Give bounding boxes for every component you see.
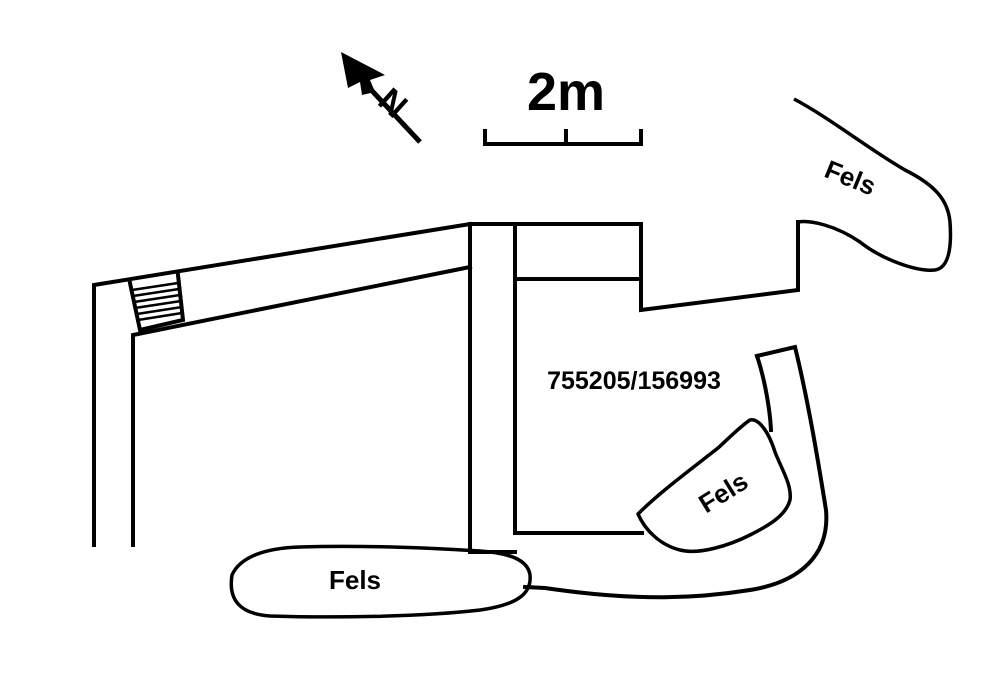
rock-middle-right-label: Fels <box>693 466 753 519</box>
north-arrow-shaft <box>358 76 422 144</box>
rock-top-right: Fels <box>793 97 953 272</box>
coordinates-label: 755205/156993 <box>547 367 721 395</box>
north-arrow-head <box>341 52 385 95</box>
inner-wall-right <box>754 353 774 433</box>
scale-bar-label: 2m <box>527 62 605 122</box>
stairs-outline <box>127 272 186 333</box>
rock-middle-right: Fels <box>636 418 792 554</box>
scale-bar: 2m <box>483 62 643 146</box>
inner-wall-left <box>131 264 473 547</box>
inner-walls <box>131 222 774 554</box>
outer-walls <box>92 220 829 600</box>
rock-top-right-label: Fels <box>821 154 880 201</box>
rock-top-right-outline <box>793 97 953 272</box>
stairs <box>127 272 186 333</box>
outer-wall-right <box>522 344 829 600</box>
rock-bottom-outline <box>229 544 532 619</box>
outer-wall-top-right <box>468 220 800 313</box>
outer-wall-left <box>92 221 473 547</box>
stairs-treads <box>131 281 183 322</box>
partition-wall-right <box>513 222 644 535</box>
rock-bottom-label: Fels <box>329 565 381 595</box>
rock-bottom: Fels <box>229 544 532 619</box>
north-arrow-label: N <box>371 81 415 126</box>
north-arrow: N <box>341 52 422 144</box>
rock-middle-right-outline <box>636 418 792 554</box>
